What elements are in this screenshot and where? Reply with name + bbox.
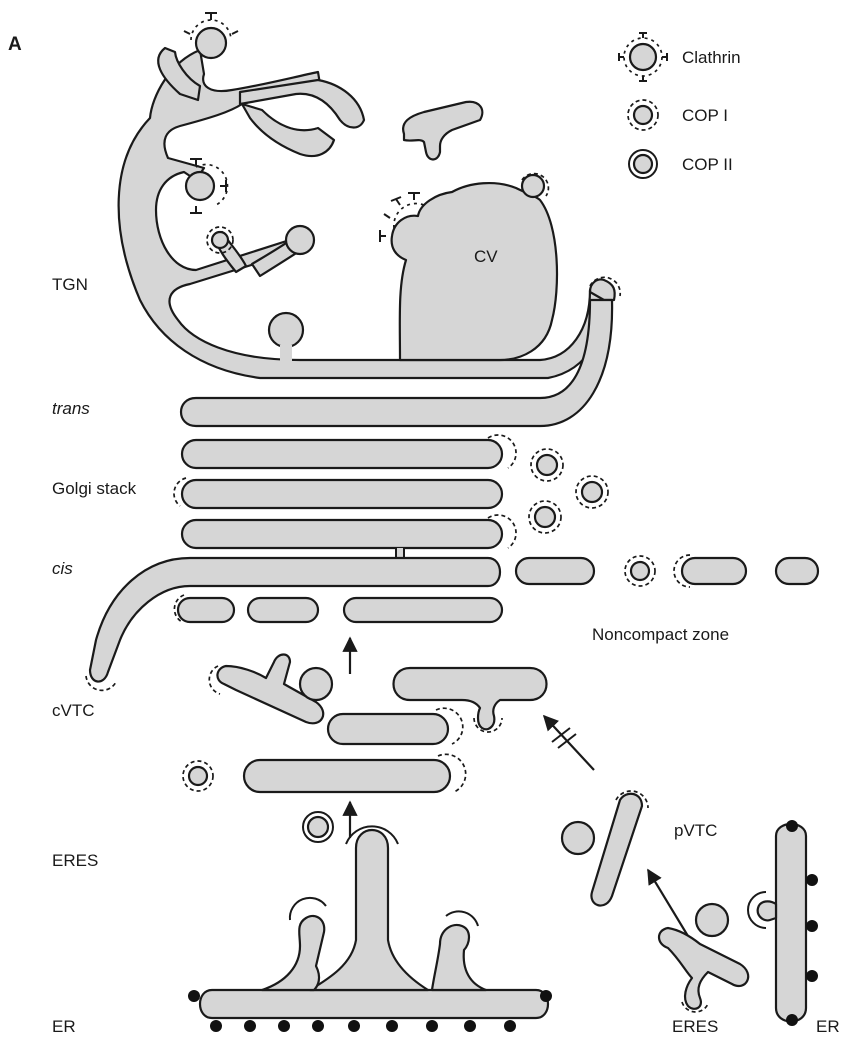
legend-copii: COP II	[629, 150, 733, 178]
label-er-right: ER	[816, 1017, 840, 1036]
cis-fragments	[174, 595, 502, 622]
golgi-stack	[86, 300, 612, 690]
label-cis: cis	[52, 559, 73, 578]
cvtc-cluster	[183, 638, 547, 792]
cisterna-2	[182, 480, 502, 508]
tgn-t-fragment	[403, 102, 482, 160]
legend-label-copi: COP I	[682, 106, 728, 125]
label-cvtc: cVTC	[52, 701, 95, 720]
tgn-clathrin-bud-top	[196, 28, 226, 58]
legend-clathrin: Clathrin	[619, 33, 741, 81]
er-exit-site-right: ERES ER	[659, 820, 840, 1036]
label-eres-right: ERES	[672, 1017, 718, 1036]
panel-label: A	[8, 34, 22, 55]
label-eres: ERES	[52, 851, 98, 870]
label-cv: CV	[474, 247, 498, 266]
tgn-clathrin-bud-mid	[186, 172, 214, 200]
legend-copi: COP I	[628, 100, 728, 130]
clathrin-coat-icon	[619, 33, 667, 81]
label-pvtc: pVTC	[674, 821, 717, 840]
pvtc-pathway: pVTC	[544, 716, 728, 946]
copii-vesicle-arrow	[303, 802, 350, 842]
label-er: ER	[52, 1017, 76, 1036]
condensing-vacuole: CV	[380, 174, 557, 360]
label-trans: trans	[52, 399, 90, 418]
copii-coat-icon	[629, 150, 657, 178]
copi-coat-icon	[628, 100, 658, 130]
er-exit-site-left	[188, 826, 552, 1032]
legend-label-copii: COP II	[682, 155, 733, 174]
cisterna-3	[182, 520, 502, 548]
cisterna-1	[182, 440, 502, 468]
label-tgn: TGN	[52, 275, 88, 294]
legend-label-clathrin: Clathrin	[682, 48, 741, 67]
label-noncompact-zone: Noncompact zone	[592, 625, 729, 644]
label-golgi-stack: Golgi stack	[52, 479, 137, 498]
noncompact-zone: Noncompact zone	[516, 555, 818, 644]
legend: Clathrin COP I COP II	[619, 33, 741, 178]
copi-vesicles-stack	[529, 449, 608, 533]
